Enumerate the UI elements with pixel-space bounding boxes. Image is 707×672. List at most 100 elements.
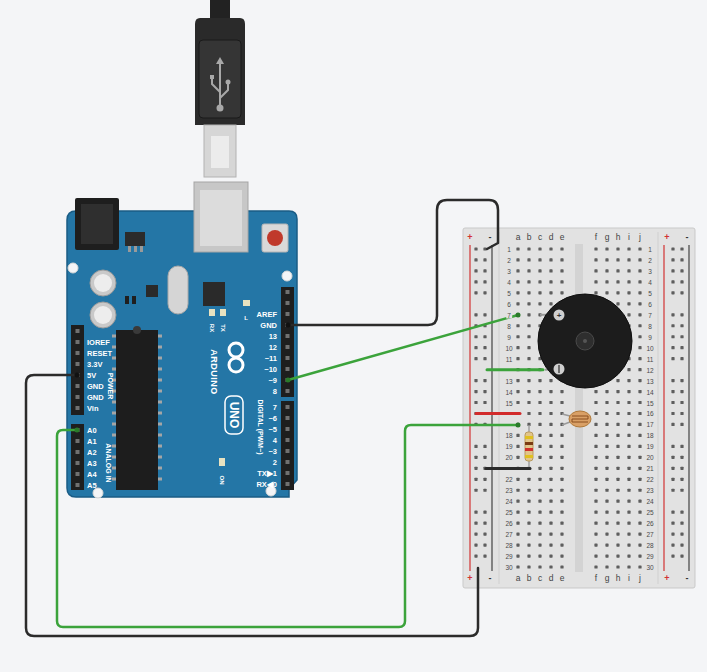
- breadboard-hole: [538, 543, 541, 546]
- header-pin: [286, 438, 290, 442]
- usb-icon: [217, 105, 224, 112]
- breadboard-hole: [549, 467, 552, 470]
- reset-button: [267, 230, 283, 246]
- row-number: 9: [648, 333, 652, 340]
- chip-pin: [158, 412, 162, 415]
- power-wire: [26, 375, 478, 636]
- row-number: 15: [505, 399, 512, 406]
- breadboard-hole: [594, 511, 597, 514]
- breadboard-hole: [527, 565, 530, 568]
- breadboard-hole: [680, 467, 683, 470]
- row-number: 24: [646, 498, 653, 505]
- pin-label: 3.3V: [87, 360, 102, 369]
- reset-button: [262, 224, 288, 252]
- breadboard-hole: [560, 445, 563, 448]
- header-pin: [286, 334, 290, 338]
- row-number: 5: [507, 289, 511, 296]
- regulator-leg: [134, 246, 137, 252]
- row-number: 4: [648, 278, 652, 285]
- breadboard-hole: [680, 313, 683, 316]
- breadboard-hole: [474, 467, 477, 470]
- breadboard-hole: [560, 247, 563, 250]
- breadboard-hole: [594, 565, 597, 568]
- jumper-wire: [487, 368, 543, 371]
- breadboard-hole: [516, 291, 519, 294]
- column-letter: i: [628, 573, 630, 583]
- breadboard-hole: [560, 478, 563, 481]
- breadboard-hole: [516, 522, 519, 525]
- breadboard-hole: [538, 291, 541, 294]
- breadboard-hole: [527, 302, 530, 305]
- row-number: 2: [648, 256, 652, 263]
- breadboard-hole: [616, 500, 619, 503]
- breadboard-hole: [605, 489, 608, 492]
- breadboard-hole: [516, 478, 519, 481]
- chip-pin: [158, 434, 162, 437]
- breadboard-hole: [483, 401, 486, 404]
- breadboard-hole: [527, 258, 530, 261]
- breadboard-hole: [680, 379, 683, 382]
- breadboard-hole: [638, 467, 641, 470]
- power-jack: [81, 204, 113, 244]
- usb-port: [200, 190, 242, 246]
- crystal: [168, 266, 188, 314]
- column-letter: d: [549, 232, 554, 242]
- row-number: 29: [505, 553, 512, 560]
- buzzer-center: [576, 332, 594, 350]
- breadboard-hole: [680, 291, 683, 294]
- breadboard-hole: [638, 390, 641, 393]
- breadboard-hole: [671, 269, 674, 272]
- breadboard-hole: [560, 269, 563, 272]
- breadboard-hole: [527, 543, 530, 546]
- rail-sign: +: [467, 232, 472, 242]
- breadboard-hole: [627, 489, 630, 492]
- breadboard-hole: [549, 247, 552, 250]
- breadboard-hole: [594, 434, 597, 437]
- row-number: 17: [646, 421, 653, 428]
- rail-sign: +: [664, 232, 669, 242]
- breadboard-hole: [671, 489, 674, 492]
- header-pin: [76, 395, 80, 399]
- breadboard-hole: [627, 291, 630, 294]
- chip-pin: [112, 335, 116, 338]
- pin-label: 13: [269, 332, 277, 341]
- breadboard-hole: [538, 247, 541, 250]
- breadboard-hole: [549, 434, 552, 437]
- breadboard-hole: [616, 434, 619, 437]
- usb-plug-metal: [204, 125, 236, 177]
- chip-pin: [112, 478, 116, 481]
- breadboard-hole: [483, 445, 486, 448]
- row-number: 9: [507, 333, 511, 340]
- breadboard-hole: [616, 533, 619, 536]
- breadboard-hole: [638, 247, 641, 250]
- breadboard-hole: [638, 543, 641, 546]
- column-letter: j: [639, 573, 641, 583]
- breadboard-hole: [638, 434, 641, 437]
- breadboard-hole: [605, 456, 608, 459]
- resistor-band: [525, 448, 533, 451]
- breadboard-hole: [605, 401, 608, 404]
- breadboard-hole: [605, 423, 608, 426]
- breadboard-hole: [516, 565, 519, 568]
- capacitor: [94, 306, 112, 324]
- header-pin: [286, 312, 290, 316]
- breadboard-hole: [538, 412, 541, 415]
- breadboard-hole: [671, 401, 674, 404]
- breadboard-hole: [605, 467, 608, 470]
- header-pin: [286, 405, 290, 409]
- photoresistor-symbol: [569, 411, 591, 427]
- breadboard-hole: [680, 478, 683, 481]
- regulator-leg: [140, 246, 143, 252]
- ground-wire: [288, 200, 498, 325]
- breadboard-hole: [516, 258, 519, 261]
- breadboard-hole: [538, 478, 541, 481]
- buzzer-body: [538, 294, 632, 388]
- wire-end: [516, 423, 521, 428]
- breadboard-hole: [605, 390, 608, 393]
- breadboard-hole: [605, 522, 608, 525]
- breadboard-hole: [483, 478, 486, 481]
- breadboard-hole: [538, 456, 541, 459]
- breadboard-hole: [671, 533, 674, 536]
- pin-label: ~5: [268, 425, 277, 434]
- row-number: 19: [646, 443, 653, 450]
